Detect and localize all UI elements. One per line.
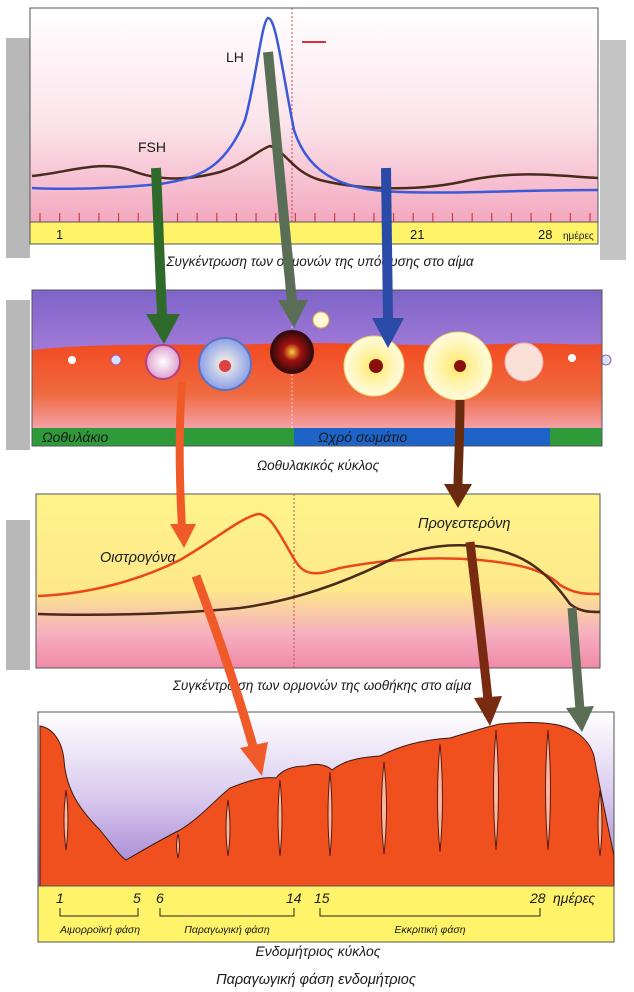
- figure-caption: Παραγωγική φάση ενδομήτριος: [216, 972, 417, 988]
- ovulating-follicle: [270, 330, 314, 374]
- progesterone-label: Προγεστερόνη: [418, 516, 510, 532]
- follicle-label: Ωοθυλάκιο: [42, 429, 109, 445]
- corpus-to-progesterone-arrow: [458, 400, 460, 486]
- fsh-to-follicle-arrow: [156, 168, 162, 316]
- day-6: 6: [156, 890, 164, 906]
- gray-accent: [6, 520, 30, 670]
- corpus-albicans: [505, 343, 543, 381]
- panel3-caption: Συγκέντρωση των ορμονών της ωοθήκης στο …: [172, 678, 473, 693]
- gray-accent: [600, 40, 626, 260]
- primordial-follicle: [111, 355, 121, 365]
- proliferative-phase-label: Παραγωγική φάση: [184, 924, 270, 936]
- day-14: 14: [286, 890, 302, 906]
- panel1-tick-28: 28: [538, 227, 552, 242]
- secretory-phase-label: Εκκριτική φάση: [394, 924, 465, 936]
- day-1: 1: [56, 890, 64, 906]
- lh-to-corpus-arrow: [386, 168, 388, 320]
- panel1-caption: Συγκέντρωση των ορμονών της υπόφυσης στο…: [165, 254, 475, 269]
- panel4-caption: Ενδομήτριος κύκλος: [255, 943, 380, 959]
- panel1-tick-1: 1: [56, 227, 63, 242]
- pituitary-hormones-panel: 1 21 28 ημέρες FSH LH Συγκέντρωση των ορ…: [30, 8, 598, 269]
- endometrial-cycle-panel: 1 5 6 14 15 28 ημέρες Αιμορροϊκή φάση Πα…: [38, 712, 614, 959]
- panel2-caption: Ωοθυλακικός κύκλος: [257, 458, 380, 473]
- primordial-follicle: [68, 356, 76, 364]
- panel1-axis-unit: ημέρες: [563, 230, 594, 242]
- primordial-follicle: [568, 354, 576, 362]
- gray-accent: [6, 300, 30, 450]
- ovarian-cycle-panel: Ωοθυλάκιο Ωχρό σωμάτιο Ωοθυλακικός κύκλο…: [32, 290, 611, 473]
- day-28: 28: [529, 890, 546, 906]
- ovarian-hormones-panel: Οιστρογόνα Προγεστερόνη Συγκέντρωση των …: [36, 494, 600, 693]
- gray-accent: [6, 38, 30, 258]
- estrogen-label: Οιστρογόνα: [100, 550, 176, 566]
- growing-follicle: [146, 345, 180, 379]
- fsh-label: FSH: [138, 139, 166, 155]
- panel1-tick-21: 21: [410, 227, 424, 242]
- follicle-to-estrogen-arrow: [180, 382, 182, 528]
- menstrual-phase-label: Αιμορροϊκή φάση: [59, 924, 140, 936]
- panel1-background: [30, 8, 598, 222]
- day-15: 15: [314, 890, 330, 906]
- released-ovum: [313, 312, 329, 328]
- panel1-day-bar: [30, 222, 598, 244]
- day-5: 5: [133, 890, 141, 906]
- corpus-luteum-label: Ωχρό σωμάτιο: [318, 429, 407, 445]
- days-unit: ημέρες: [553, 890, 595, 906]
- lh-label: LH: [226, 49, 244, 65]
- panel3-background: [36, 494, 600, 668]
- follicle-band-end: [550, 428, 602, 446]
